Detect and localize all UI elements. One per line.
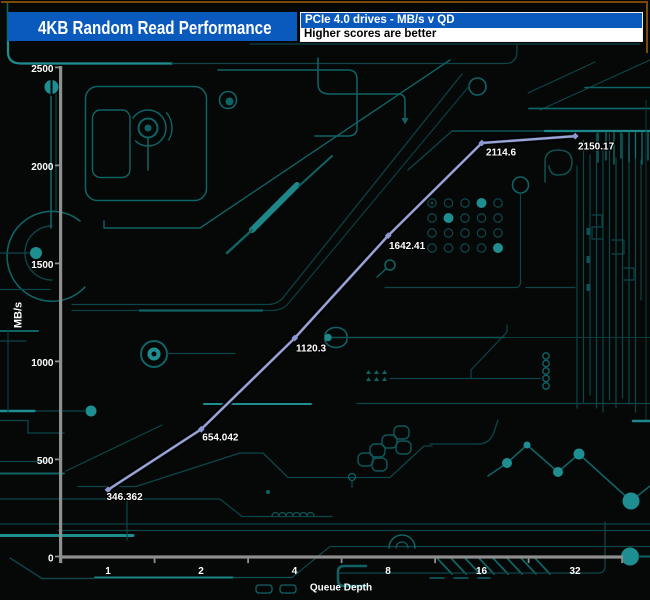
svg-text:1120.3: 1120.3 <box>296 344 326 355</box>
svg-text:8: 8 <box>385 566 391 577</box>
svg-text:Queue Depth: Queue Depth <box>310 583 372 594</box>
svg-text:500: 500 <box>37 456 54 467</box>
svg-text:654.042: 654.042 <box>202 433 239 444</box>
svg-text:32: 32 <box>569 566 581 577</box>
svg-text:4: 4 <box>292 566 298 577</box>
svg-text:16: 16 <box>476 566 488 577</box>
svg-text:MB/s: MB/s <box>13 302 25 328</box>
svg-text:2150.17: 2150.17 <box>578 142 615 153</box>
svg-text:0: 0 <box>48 554 54 565</box>
svg-text:1500: 1500 <box>31 260 54 271</box>
svg-text:1642.41: 1642.41 <box>389 241 426 252</box>
svg-text:1000: 1000 <box>31 358 54 369</box>
svg-text:2114.6: 2114.6 <box>486 148 516 159</box>
svg-text:2: 2 <box>198 566 204 577</box>
svg-text:2000: 2000 <box>31 162 54 173</box>
svg-text:2500: 2500 <box>31 64 54 75</box>
svg-text:1: 1 <box>105 566 111 577</box>
svg-text:346.362: 346.362 <box>107 492 144 503</box>
